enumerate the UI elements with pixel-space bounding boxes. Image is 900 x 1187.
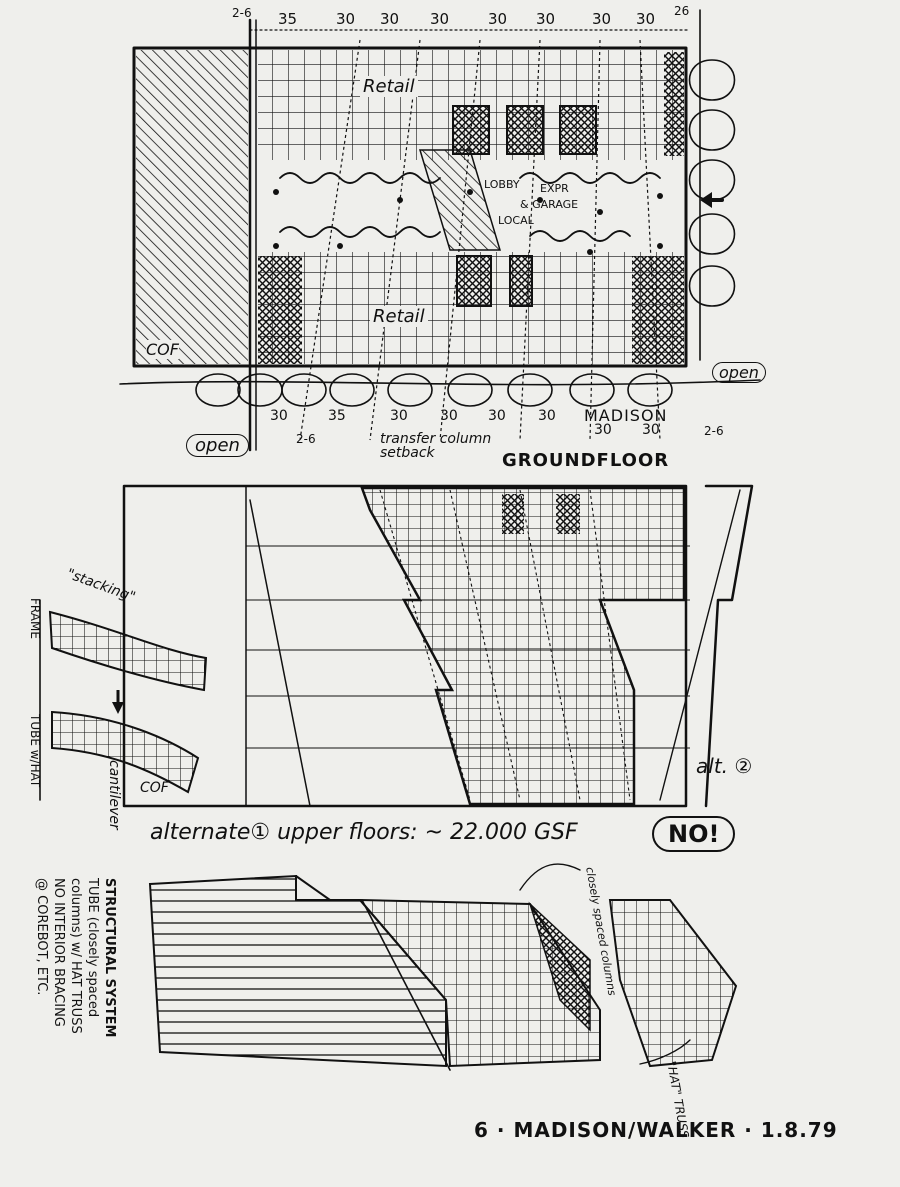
bottom-dim-7: 30 — [642, 422, 660, 438]
core-block — [456, 255, 492, 307]
top-dim-3: 30 — [380, 10, 400, 28]
core-label-garage: & GARAGE — [520, 198, 579, 211]
tube-label: TUBE w/HAT — [28, 714, 42, 788]
core-block — [559, 105, 597, 155]
stacking-frame-diagram — [48, 610, 208, 692]
bottom-dim-5: 30 — [538, 408, 556, 424]
bottom-dim-1: 35 — [328, 408, 346, 424]
upper-core — [556, 494, 580, 534]
frame-label: FRAME — [28, 598, 42, 639]
upper-grid-footprint — [360, 486, 686, 806]
core-label-expr: EXPR — [540, 182, 569, 195]
upper-floor-caption: alternate① upper floors: ~ 22.000 GSF — [150, 820, 578, 845]
top-dim-8: 30 — [636, 10, 656, 28]
top-dim-6: 30 — [536, 10, 556, 28]
top-dim-7: 30 — [592, 10, 612, 28]
street-trees — [195, 373, 673, 407]
stacking-tube-diagram — [51, 710, 200, 794]
structural-note-line: TUBE (closely spaced — [85, 878, 100, 1018]
structural-note-line: NO INTERIOR BRACING — [51, 878, 66, 1027]
top-dim-4: 30 — [430, 10, 450, 28]
cof-label: COF — [140, 780, 169, 796]
structural-note-line: STRUCTURAL SYSTEM — [102, 878, 117, 1038]
right-street-trees — [688, 59, 736, 307]
core-label-local: LOCAL — [498, 214, 534, 227]
hatched-site-zone — [136, 50, 248, 364]
plan-outline — [132, 46, 688, 368]
signature: 6 · MADISON/WALKER · 1.8.79 — [474, 1118, 838, 1142]
bottom-dim-6: 30 — [594, 422, 612, 438]
structural-note-line: @ COREBOT, ETC. — [34, 878, 49, 996]
upper-core — [502, 494, 524, 534]
setback-note: transfer column setback — [380, 431, 492, 461]
retail-label-lower: Retail — [370, 306, 428, 327]
ramp — [418, 149, 502, 251]
alt-label: alt. ② — [696, 754, 753, 778]
top-dim-2: 30 — [336, 10, 356, 28]
street-label: MADISON — [584, 406, 668, 425]
core-label-lobby: LOBBY — [484, 178, 520, 191]
axonometric-sketch — [148, 863, 738, 1071]
bottom-dim-3: 30 — [440, 408, 458, 424]
end-mark-right: 2-6 — [704, 424, 724, 438]
open-label-left: open — [186, 434, 249, 457]
top-dim-1: 35 — [278, 10, 298, 28]
site-label: COF — [146, 340, 179, 359]
bottom-dim-2: 30 — [390, 408, 408, 424]
core-block — [509, 255, 533, 307]
corner-mass — [664, 52, 684, 156]
top-dim-0: 2-6 — [232, 6, 252, 20]
bottom-dim-0: 30 — [270, 408, 288, 424]
axon-side-facade — [528, 901, 591, 1032]
plan-title: GROUNDFLOOR — [502, 450, 670, 471]
cantilever-label: cantilever — [106, 760, 122, 830]
retail-label-upper: Retail — [360, 76, 418, 97]
core-block — [506, 105, 544, 155]
corner-mass — [632, 256, 684, 364]
open-label-right: open — [712, 362, 766, 383]
end-mark-left: 2-6 — [296, 432, 316, 446]
axon-tower — [608, 899, 738, 1068]
bottom-dim-4: 30 — [488, 408, 506, 424]
corner-mass — [258, 256, 302, 364]
structural-note-line: columns) w/ HAT TRUSS — [68, 878, 83, 1034]
top-dim-9: 26 — [674, 4, 690, 18]
no-label: NO! — [652, 816, 736, 852]
ground-floor-plan — [119, 9, 761, 452]
upper-floor-plan — [39, 484, 754, 808]
top-dim-5: 30 — [488, 10, 508, 28]
structural-note: STRUCTURAL SYSTEM TUBE (closely spaced c… — [33, 878, 118, 1037]
